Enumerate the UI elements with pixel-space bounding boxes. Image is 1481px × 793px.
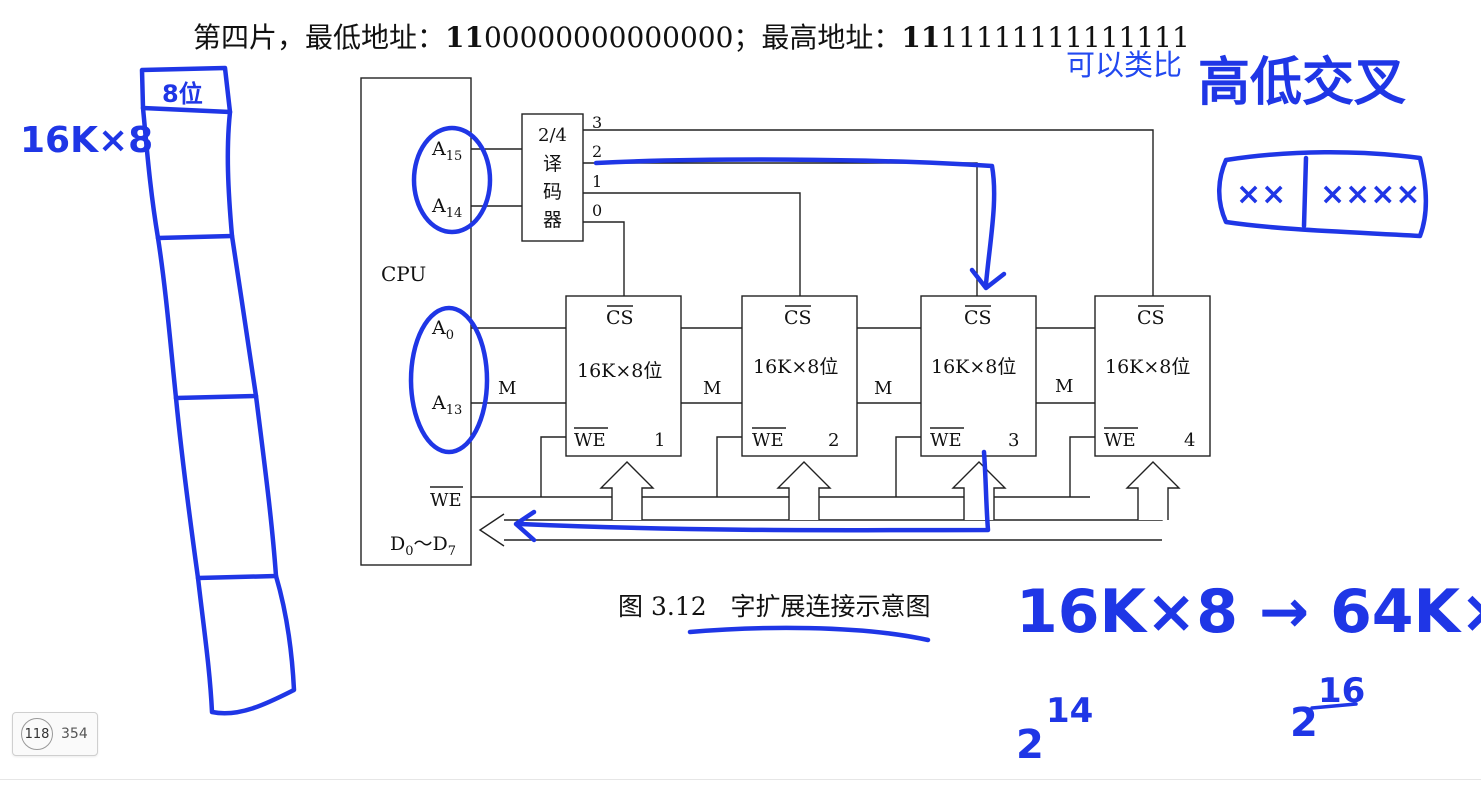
- hw-memory-cell-4: [195, 573, 297, 716]
- decoder-char-1: 译: [543, 153, 562, 175]
- hw-memory-cell-1: [140, 105, 235, 241]
- hw-left-size-text: 16K×8: [20, 120, 153, 161]
- chip-2-cs: CS: [784, 307, 812, 329]
- chip-2-we: WE: [752, 430, 784, 451]
- bus-m-label-1: M: [498, 378, 516, 399]
- decoder-char-3: 器: [543, 209, 562, 231]
- memory-chip-4: [1094, 295, 1211, 457]
- hw-circle-a0-a13: [408, 305, 490, 455]
- hw-memory-cell-2: [155, 233, 259, 401]
- hw-caption-underline: [687, 625, 931, 643]
- chip-1-num: 1: [654, 430, 665, 451]
- hw-address-split-box: [1217, 150, 1429, 239]
- hw-select-arrowhead: [969, 267, 1007, 291]
- chip-4-num: 4: [1184, 430, 1195, 451]
- chip-4-we: WE: [1104, 430, 1136, 451]
- hw-high-low-text: 高低交叉: [1198, 53, 1406, 113]
- hw-box-top-text: 8位: [162, 80, 203, 108]
- chip-3-we: WE: [930, 430, 962, 451]
- chip-1-cs: CS: [606, 307, 634, 329]
- pin-data-bus: D0～D7: [390, 533, 456, 559]
- decoder-char-2: 码: [543, 181, 562, 203]
- hw-expand-text: 16K×8 → 64K×8: [1016, 577, 1481, 647]
- chip-3-num: 3: [1008, 430, 1019, 451]
- decoder-type: 2/4: [538, 125, 567, 146]
- pin-a15: A15: [431, 138, 462, 164]
- hw-select-path: [593, 157, 997, 287]
- decoder-out-0: 0: [592, 201, 602, 220]
- pin-a14: A14: [431, 195, 462, 221]
- bottom-divider: [0, 779, 1481, 780]
- pin-a0: A0: [431, 317, 454, 343]
- decoder-out-2: 2: [592, 142, 602, 161]
- bus-m-label-4: M: [1055, 376, 1073, 397]
- hw-memory-cell-3: [173, 393, 279, 581]
- pin-a13: A13: [431, 392, 462, 418]
- bus-m-label-3: M: [874, 378, 892, 399]
- chip-4-size: 16K×8位: [1105, 356, 1190, 378]
- chip-4-cs: CS: [1137, 307, 1165, 329]
- chip-3-cs: CS: [964, 307, 992, 329]
- hw-split-right-text: ××××: [1320, 177, 1421, 212]
- bus-m-label-2: M: [703, 378, 721, 399]
- typed-note: 可以类比: [1066, 48, 1183, 82]
- page-indicator[interactable]: 118 354: [12, 712, 98, 756]
- hw-pow14-exp: 14: [1046, 691, 1093, 731]
- decoder-block: [521, 113, 584, 242]
- chip-2-num: 2: [828, 430, 839, 451]
- hw-address-split-divider: [1301, 155, 1309, 229]
- decoder-out-1: 1: [592, 172, 602, 191]
- hw-pow14-base: 2: [1016, 722, 1044, 768]
- memory-chip-3: [920, 295, 1037, 457]
- cpu-label: CPU: [381, 262, 426, 286]
- decoder-out-3: 3: [592, 113, 602, 132]
- pin-we: WE: [430, 490, 462, 511]
- hw-data-path: [517, 449, 991, 533]
- current-page: 118: [21, 718, 53, 750]
- hw-data-arrowhead: [513, 509, 537, 543]
- figure-caption: 图 3.12 字扩展连接示意图: [618, 592, 931, 621]
- chip-1-size: 16K×8位: [577, 360, 662, 382]
- chip-3-size: 16K×8位: [931, 356, 1016, 378]
- total-pages: 354: [61, 726, 88, 742]
- chip-1-we: WE: [574, 430, 606, 451]
- hw-split-left-text: ××: [1236, 177, 1286, 212]
- hw-circle-a15-a14: [411, 125, 493, 235]
- chip-2-size: 16K×8位: [753, 356, 838, 378]
- address-range-line: 第四片，最低地址：1100000000000000；最高地址：111111111…: [193, 21, 1190, 54]
- memory-chip-1: [565, 295, 682, 457]
- memory-chip-2: [741, 295, 858, 457]
